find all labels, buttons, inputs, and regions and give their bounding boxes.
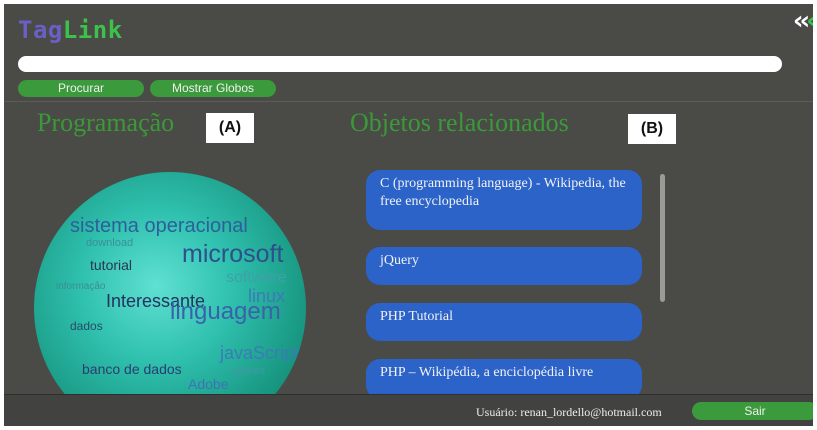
tag-word[interactable]: Interessante <box>106 291 206 311</box>
tag-word[interactable]: dados <box>70 319 103 333</box>
result-item[interactable]: C (programming language) - Wikipedia, th… <box>366 170 642 230</box>
user-email: Usuário: renan_lordello@hotmail.com <box>476 405 662 419</box>
logo-tag: Tag <box>18 16 63 44</box>
results-scrollbar[interactable] <box>660 174 665 302</box>
annotation-a: (A) <box>206 113 254 143</box>
header-divider <box>4 101 813 102</box>
tag-word[interactable]: linguagem <box>170 298 281 325</box>
programacao-heading: Programação <box>37 108 175 137</box>
tag-word[interactable]: banco de dados <box>82 361 182 377</box>
double-chevron-left-icon[interactable]: ‹‹‹ <box>792 6 813 36</box>
tag-word[interactable]: informação <box>56 281 106 292</box>
objetos-relacionados-heading: Objetos relacionados <box>350 108 569 137</box>
tag-word[interactable]: sistema operacional <box>70 215 248 237</box>
tag-word[interactable]: javaScript <box>220 343 300 363</box>
result-item[interactable]: PHP Tutorial <box>366 303 642 341</box>
tag-word[interactable]: download <box>86 237 134 249</box>
sair-button[interactable]: Sair <box>692 402 813 420</box>
tag-word[interactable]: games <box>232 365 266 377</box>
tag-word[interactable]: tutorial <box>90 257 133 273</box>
procurar-button[interactable]: Procurar <box>18 80 144 97</box>
taglink-logo: TagLink <box>18 16 123 44</box>
search-input[interactable] <box>18 56 782 72</box>
tag-word[interactable]: Adobe <box>188 376 229 392</box>
logo-link: Link <box>62 16 123 44</box>
result-item[interactable]: jQuery <box>366 247 642 285</box>
annotation-b: (B) <box>628 114 676 144</box>
tag-word[interactable]: microsoft <box>182 240 284 268</box>
app-window: TagLink ‹‹‹ Procurar Mostrar Globos Prog… <box>4 4 813 426</box>
tag-word[interactable]: linux <box>248 286 286 306</box>
tag-word[interactable]: software <box>226 269 287 286</box>
footer-bar <box>4 394 813 426</box>
mostrar-globos-button[interactable]: Mostrar Globos <box>150 80 276 97</box>
result-item[interactable]: PHP – Wikipédia, a enciclopédia livre <box>366 359 642 399</box>
tag-cloud-globe[interactable]: sistema operacional download microsoft t… <box>34 172 306 426</box>
